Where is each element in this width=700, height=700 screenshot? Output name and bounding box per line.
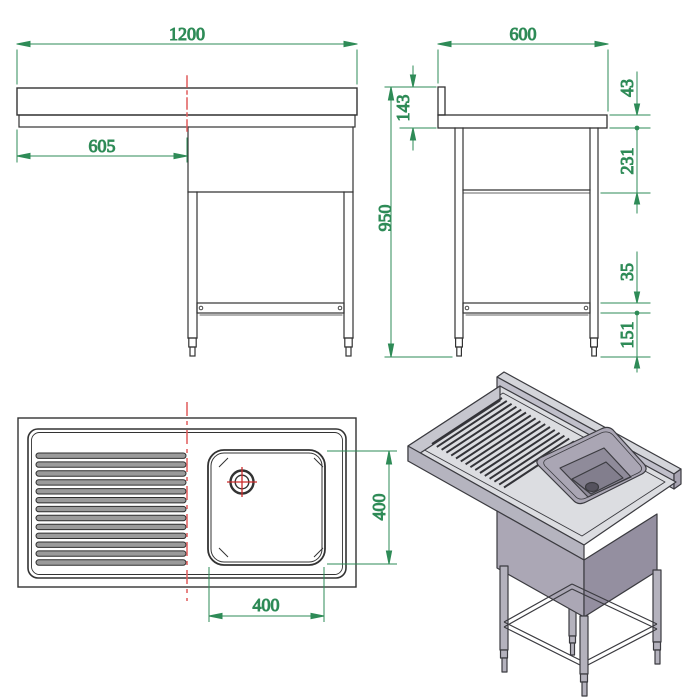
side-dim-depth: 600 xyxy=(437,24,609,112)
dim-label-400-h: 400 xyxy=(253,595,280,615)
dim-label-231: 231 xyxy=(617,148,637,175)
front-dim-drainboard-offset: 605 xyxy=(16,129,188,163)
iso-drain xyxy=(584,481,600,493)
dim-label-400-v: 400 xyxy=(369,494,389,521)
iso-left-leg xyxy=(499,565,509,673)
plan-dim-bowl-width: 400 xyxy=(208,567,325,622)
side-dim-right-stack: 43 231 35 151 xyxy=(600,71,651,373)
plan-drainboard-ribs xyxy=(35,452,187,566)
plan-sink-bowl xyxy=(207,449,326,566)
front-view: 1200 605 xyxy=(16,24,358,357)
side-counter xyxy=(437,114,608,129)
dim-label-43: 43 xyxy=(617,79,637,97)
side-dim-height: 950 xyxy=(375,86,453,358)
iso-front-leg xyxy=(579,615,589,697)
dim-label-143: 143 xyxy=(393,95,413,122)
side-underframe xyxy=(454,127,599,357)
iso-basin xyxy=(536,426,647,505)
iso-right-leg xyxy=(652,569,662,665)
dim-label-1200: 1200 xyxy=(169,24,205,44)
iso-drainboard-ribs xyxy=(431,397,575,489)
dim-label-605: 605 xyxy=(89,136,116,156)
dim-label-151: 151 xyxy=(617,322,637,349)
dim-label-950: 950 xyxy=(375,205,395,232)
front-underframe xyxy=(187,126,354,357)
plan-dim-bowl-depth: 400 xyxy=(327,450,397,565)
dim-label-600: 600 xyxy=(510,24,537,44)
dim-label-35: 35 xyxy=(617,263,637,281)
drain-symbol xyxy=(227,467,257,497)
iso-view xyxy=(407,371,682,697)
side-dim-splash: 143 xyxy=(393,65,437,151)
side-backsplash xyxy=(437,86,446,116)
plan-view: 400 400 xyxy=(17,402,397,622)
front-dim-overall-width: 1200 xyxy=(16,24,358,85)
plan-outer-rect xyxy=(17,417,357,588)
side-view: 600 143 950 xyxy=(375,24,651,373)
iso-shelf-frame xyxy=(503,583,658,668)
